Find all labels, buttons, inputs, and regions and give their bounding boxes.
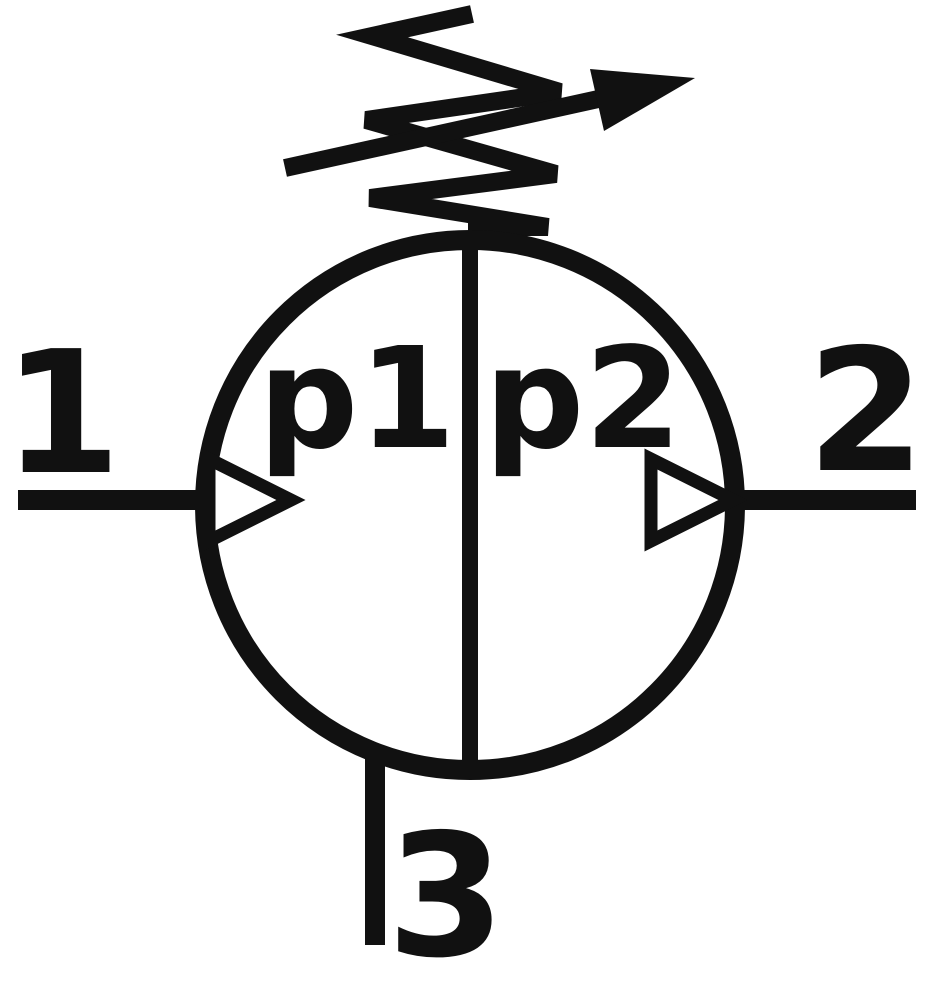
port-2-label: 2 [807,313,925,511]
port-1-label: 1 [3,315,121,513]
symbol-strokes [18,5,916,945]
flow-triangle-left-icon [202,448,306,552]
flow-triangle-right-icon [644,448,748,552]
adjustment-arrow-shaft [283,87,614,177]
symbol-labels: 1 2 3 p1 p2 [3,313,925,996]
pressure-p2-label: p2 [484,318,682,481]
port-3-label: 3 [387,798,505,996]
pressure-p1-label: p1 [258,318,456,481]
spring-icon [336,5,563,236]
adjustment-arrow-head-icon [590,69,695,131]
